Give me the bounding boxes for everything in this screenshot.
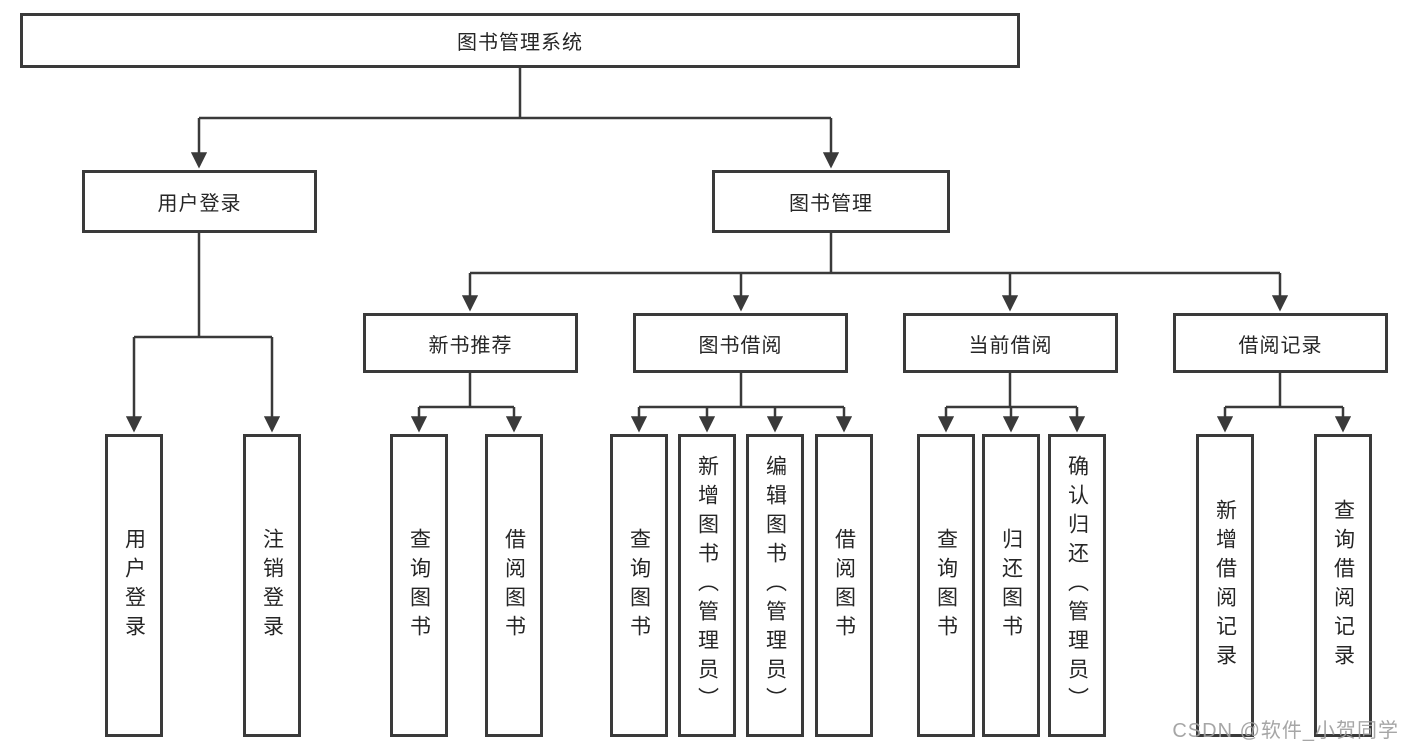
leaf-query-books-borrow: 查询图书 [610,434,668,737]
node-current-borrow: 当前借阅 [903,313,1118,373]
leaf-edit-books-admin: 编辑图书（管理员） [746,434,804,737]
node-book-borrow: 图书借阅 [633,313,848,373]
leaf-confirm-return-admin: 确认归还（管理员） [1048,434,1106,737]
node-user-login: 用户登录 [82,170,317,233]
leaf-return-books: 归还图书 [982,434,1040,737]
leaf-query-books-recommend: 查询图书 [390,434,448,737]
node-borrow-records: 借阅记录 [1173,313,1388,373]
leaf-query-borrow-record: 查询借阅记录 [1314,434,1372,737]
leaf-add-borrow-record: 新增借阅记录 [1196,434,1254,737]
leaf-logout: 注销登录 [243,434,301,737]
leaf-borrow-books: 借阅图书 [815,434,873,737]
csdn-watermark: CSDN @软件_小贺同学 [1172,720,1399,742]
node-new-book-recommend: 新书推荐 [363,313,578,373]
leaf-borrow-books-recommend: 借阅图书 [485,434,543,737]
leaf-user-login: 用户登录 [105,434,163,737]
leaf-add-books-admin: 新增图书（管理员） [678,434,736,737]
node-library-system: 图书管理系统 [20,13,1020,68]
leaf-query-books-current: 查询图书 [917,434,975,737]
node-book-management: 图书管理 [712,170,950,233]
